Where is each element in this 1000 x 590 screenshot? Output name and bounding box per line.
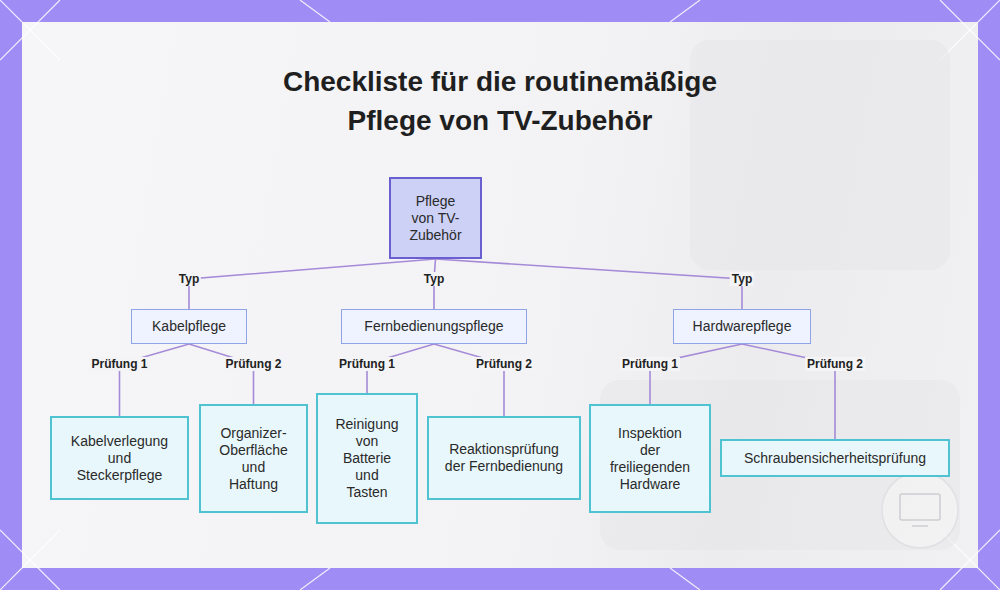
node-text-wrap: Reinigung von Batterie und Tasten <box>333 416 401 501</box>
connector <box>120 344 190 416</box>
check-box: Reinigung von Batterie und Tasten <box>316 393 418 524</box>
node-label: Kabelverlegung und Steckerpflege <box>65 433 175 484</box>
diagram-title: Checkliste für die routinemäßige Pflege … <box>240 62 760 140</box>
edge-label: Prüfung 2 <box>224 357 284 371</box>
category-box: Kabelpflege <box>131 309 247 344</box>
category-box: Fernbedienungspflege <box>341 309 527 344</box>
node-label: Kabelpflege <box>134 318 244 335</box>
connector <box>436 259 743 309</box>
edge-label: Typ <box>730 272 754 286</box>
check-box: Schraubensicherheitsprüfung <box>720 439 950 477</box>
edge-label: Typ <box>422 272 446 286</box>
edge-label: Prüfung 2 <box>474 357 534 371</box>
edge-label: Typ <box>177 272 201 286</box>
node-label: Organizer-Oberfläche und Haftung <box>216 425 292 493</box>
node-text-wrap: Reaktionsprüfung der Fernbedienung <box>444 441 564 475</box>
edge-label: Prüfung 1 <box>90 357 150 371</box>
node-text-wrap: Fernbedienungspflege <box>344 318 524 335</box>
check-box: Inspektion der freiliegenden Hardware <box>589 404 711 513</box>
check-box: Kabelverlegung und Steckerpflege <box>50 416 189 500</box>
node-label: Reaktionsprüfung der Fernbedienung <box>444 441 564 475</box>
node-text-wrap: Organizer-Oberfläche und Haftung <box>216 425 292 493</box>
edge-label: Prüfung 1 <box>620 357 680 371</box>
node-text-wrap: Pflege von TV-Zubehör <box>405 193 467 244</box>
node-text-wrap: Kabelpflege <box>134 318 244 335</box>
connector <box>650 344 742 404</box>
node-label: Hardwarepflege <box>677 318 807 335</box>
node-label: Schraubensicherheitsprüfung <box>723 450 947 467</box>
check-box: Organizer-Oberfläche und Haftung <box>199 404 308 513</box>
node-label: Inspektion der freiliegenden Hardware <box>607 425 694 493</box>
connector <box>189 259 436 309</box>
connector <box>434 344 504 416</box>
node-label: Pflege von TV-Zubehör <box>405 193 467 244</box>
check-box: Reaktionsprüfung der Fernbedienung <box>427 416 581 500</box>
edge-label: Prüfung 2 <box>805 357 865 371</box>
node-label: Fernbedienungspflege <box>344 318 524 335</box>
root-box: Pflege von TV-Zubehör <box>389 177 482 259</box>
node-text-wrap: Kabelverlegung und Steckerpflege <box>65 433 175 484</box>
node-text-wrap: Schraubensicherheitsprüfung <box>723 450 947 467</box>
connector <box>189 344 254 404</box>
category-box: Hardwarepflege <box>673 309 811 344</box>
edge-label: Prüfung 1 <box>337 357 397 371</box>
node-label: Reinigung von Batterie und Tasten <box>333 416 401 501</box>
node-text-wrap: Hardwarepflege <box>677 318 807 335</box>
node-text-wrap: Inspektion der freiliegenden Hardware <box>607 425 694 493</box>
